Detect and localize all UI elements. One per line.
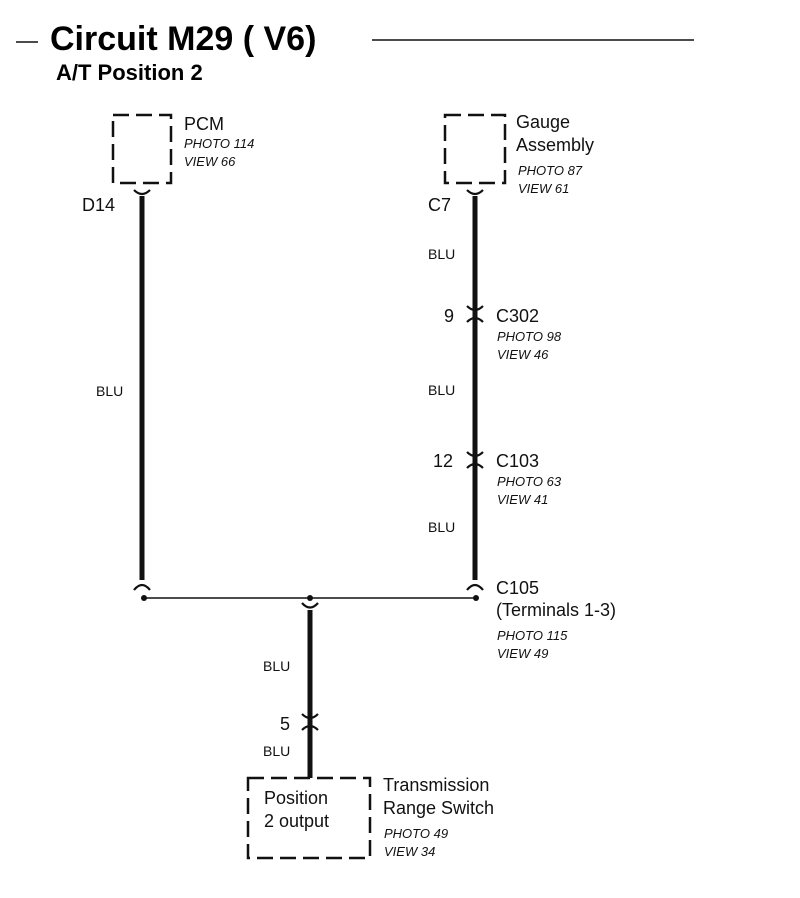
c103-connector-lower <box>466 462 484 469</box>
c103-name: C103 <box>496 451 539 471</box>
gauge-box <box>443 113 507 185</box>
c105-switch-node <box>307 595 313 601</box>
switch-box <box>246 776 372 860</box>
pcm-box <box>111 113 173 185</box>
switch-connector-upper <box>301 713 319 720</box>
switch-name-line1: Transmission <box>383 775 489 795</box>
gauge-name-line1: Gauge <box>516 112 570 132</box>
c105-view: VIEW 49 <box>497 646 548 661</box>
pcm-photo: PHOTO 114 <box>184 136 254 151</box>
c302-connector-upper <box>466 305 484 312</box>
c105-gauge-node <box>473 595 479 601</box>
switch-wire-color-upper: BLU <box>263 658 290 674</box>
c103-pin: 12 <box>433 451 453 471</box>
switch-pin: 5 <box>280 714 290 734</box>
pcm-view: VIEW 66 <box>184 154 236 169</box>
switch-photo: PHOTO 49 <box>384 826 448 841</box>
c103-photo: PHOTO 63 <box>497 474 562 489</box>
c105-pcm-node <box>141 595 147 601</box>
gauge-wire-color-3: BLU <box>428 519 455 535</box>
pcm-terminal <box>133 189 151 196</box>
c105-photo: PHOTO 115 <box>497 628 568 643</box>
gauge-view: VIEW 61 <box>518 181 569 196</box>
pcm-c105-terminal <box>133 583 151 591</box>
c105-detail: (Terminals 1-3) <box>496 600 616 620</box>
switch-view: VIEW 34 <box>384 844 435 859</box>
gauge-wire-color-1: BLU <box>428 246 455 262</box>
c302-pin: 9 <box>444 306 454 326</box>
c302-name: C302 <box>496 306 539 326</box>
pcm-wire-color: BLU <box>96 383 123 399</box>
switch-inner-line2: 2 output <box>264 811 329 831</box>
page-title: Circuit M29 ( V6) <box>50 20 316 58</box>
page-subtitle: A/T Position 2 <box>56 60 203 85</box>
pcm-pin: D14 <box>82 195 115 215</box>
gauge-name-line2: Assembly <box>516 135 594 155</box>
gauge-c105-terminal <box>466 583 484 591</box>
c105-switch-terminal <box>301 602 319 609</box>
switch-wire-color-lower: BLU <box>263 743 290 759</box>
c105-name: C105 <box>496 578 539 598</box>
c103-connector-upper <box>466 451 484 458</box>
switch-connector-lower <box>301 724 319 731</box>
c302-photo: PHOTO 98 <box>497 329 562 344</box>
gauge-wire-color-2: BLU <box>428 382 455 398</box>
switch-inner-line1: Position <box>264 788 328 808</box>
c302-view: VIEW 46 <box>497 347 549 362</box>
gauge-photo: PHOTO 87 <box>518 163 583 178</box>
pcm-name: PCM <box>184 114 224 134</box>
c103-view: VIEW 41 <box>497 492 548 507</box>
c302-connector-lower <box>466 316 484 323</box>
gauge-pin: C7 <box>428 195 451 215</box>
switch-name-line2: Range Switch <box>383 798 494 818</box>
gauge-terminal <box>466 189 484 196</box>
